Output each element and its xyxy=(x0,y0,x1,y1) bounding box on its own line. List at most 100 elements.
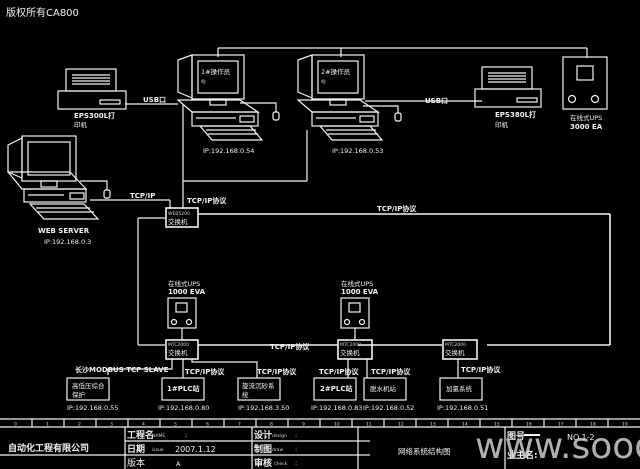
box4-label: 2#PLC站 xyxy=(320,384,352,393)
design-label: 设计 xyxy=(254,429,272,441)
box-plc2[interactable] xyxy=(313,377,357,401)
ups-mid-1[interactable] xyxy=(167,297,197,340)
usb-right-label: USB口 xyxy=(425,97,448,105)
ruler-number: 2 xyxy=(78,422,81,428)
tcpip-b3-label: TCP/IP协议 xyxy=(319,367,359,376)
drawing-title: 网络系统结构图 xyxy=(398,446,451,456)
ups-mid2-capacity: 1000 EVA xyxy=(341,288,379,296)
ruler-number: 16 xyxy=(526,422,532,428)
ups-top-capacity: 3000 EA xyxy=(570,123,603,131)
date-value: 2007.1.12 xyxy=(175,445,216,454)
box2-label: 1#PLC站 xyxy=(167,384,199,393)
ruler-number: 6 xyxy=(206,422,209,428)
tcpip-b5-label: TCP/IP协议 xyxy=(461,365,501,374)
printer-left[interactable] xyxy=(57,68,127,110)
check-sub: check xyxy=(274,461,288,467)
tcpip-b2-label: TCP/IP协议 xyxy=(257,367,297,376)
operator1-ip: IP:192.168.0.54 xyxy=(203,147,254,155)
box1-label-2: 保护 xyxy=(72,390,85,399)
box5-label: 脱水机站 xyxy=(370,384,397,393)
ruler-number: 5 xyxy=(174,422,177,428)
modbus-label: 长沙MODBUS TCP SLAVE xyxy=(75,365,169,374)
watermark-text: www.sooq.cn xyxy=(475,426,640,467)
printer-right-label: EPS380L打 xyxy=(495,110,536,119)
web-server-ip: IP:192.168.0.3 xyxy=(44,238,91,246)
ruler-number: 13 xyxy=(430,422,436,428)
branch-lines xyxy=(107,359,459,378)
owner-label: 业主名: xyxy=(507,449,538,461)
ruler-number: 4 xyxy=(142,422,145,428)
draw-label: 制图 xyxy=(254,443,272,455)
ups-mid-2[interactable] xyxy=(340,297,370,340)
box-grit-system[interactable] xyxy=(237,377,281,401)
box-hv-protection[interactable] xyxy=(66,377,110,401)
date-label: 日期 xyxy=(127,443,145,455)
switch-a[interactable] xyxy=(165,339,199,360)
design-sub: design xyxy=(272,433,287,439)
ruler-number: 10 xyxy=(334,422,340,428)
draw-sub: draw xyxy=(272,447,283,453)
operator-station-2[interactable] xyxy=(296,54,402,141)
design-value: : xyxy=(295,431,297,439)
switch-a-model: MTC2000 xyxy=(168,342,189,348)
box3-ip: IP:192.168.3.50 xyxy=(238,404,289,412)
box3-label: 旋流沉砂系 xyxy=(242,381,275,390)
switch-main-model: WEB5200 xyxy=(168,211,190,217)
switch-main[interactable] xyxy=(165,207,199,228)
box3-label-2: 统 xyxy=(242,390,249,399)
ruler-number: 0 xyxy=(14,422,17,428)
copyright-label: 版权所有CA800 xyxy=(6,8,79,19)
check-label: 审核 xyxy=(254,457,272,469)
box2-ip: IP:192.168.0.80 xyxy=(158,404,209,412)
ups-top-label: 在线式UPS xyxy=(570,113,602,122)
ups-mid1-capacity: 1000 EVA xyxy=(168,288,206,296)
ups-mid1-label: 在线式UPS xyxy=(168,279,200,288)
box-dewatering[interactable] xyxy=(363,377,407,401)
usb-left-label: USB口 xyxy=(143,96,166,104)
company-name: 自动化工程有限公司 xyxy=(8,442,89,454)
title-block-lines xyxy=(0,427,506,469)
tcpip-b1-label: TCP/IP协议 xyxy=(185,367,225,376)
draw-value: : xyxy=(295,445,297,453)
drawing-no-underline xyxy=(524,434,540,436)
ruler-number: 17 xyxy=(558,422,564,428)
switch-c[interactable] xyxy=(442,339,478,360)
switch-c-model: MTC2000 xyxy=(445,342,466,348)
switch-main-type: 交换机 xyxy=(168,217,188,226)
switch-b-model: MTC2000 xyxy=(340,342,361,348)
operator-station-1[interactable] xyxy=(176,54,280,141)
printer-right[interactable] xyxy=(474,66,542,108)
drawing-no-value: NO.1-2 xyxy=(567,433,595,442)
box-chlorination[interactable] xyxy=(439,377,483,401)
project-name-label: 工程名 xyxy=(127,429,154,441)
tcpip-web-label: TCP/IP xyxy=(130,192,155,200)
box-plc1[interactable] xyxy=(161,377,205,401)
operator1-screen-label: 1#操作员 xyxy=(201,67,231,76)
operator2-screen-label: 2#操作员 xyxy=(321,67,351,76)
ruler-number: 3 xyxy=(110,422,113,428)
operator2-ip: IP:192.168.0.53 xyxy=(332,147,383,155)
ruler-number: 7 xyxy=(238,422,241,428)
tcpip-main-horiz-label: TCP/IP协议 xyxy=(377,204,417,213)
ups-top[interactable] xyxy=(562,56,608,110)
web-server-name: WEB SERVER xyxy=(38,227,90,235)
switch-b[interactable] xyxy=(337,339,373,360)
check-value: : xyxy=(295,459,297,467)
date-sub: issue xyxy=(152,447,164,453)
ruler-number: 1 xyxy=(46,422,49,428)
ruler-number: 18 xyxy=(590,422,596,428)
web-server[interactable] xyxy=(6,135,111,220)
project-name-value: : xyxy=(185,431,187,439)
ruler-number: 12 xyxy=(398,422,404,428)
operator2-screen-sub: 站 xyxy=(321,78,326,85)
version-value: A xyxy=(176,460,181,468)
box6-label: 加氯系统 xyxy=(446,384,473,393)
ruler-number: 9 xyxy=(302,422,305,428)
switch-c-type: 交换机 xyxy=(445,348,465,357)
tcpip-b4-label: TCP/IP协议 xyxy=(371,367,411,376)
printer-right-label-2: 印机 xyxy=(495,120,509,129)
switch-b-type: 交换机 xyxy=(340,348,360,357)
ups-mid2-label: 在线式UPS xyxy=(341,279,373,288)
box1-ip: IP:192.168.0.55 xyxy=(67,404,118,412)
